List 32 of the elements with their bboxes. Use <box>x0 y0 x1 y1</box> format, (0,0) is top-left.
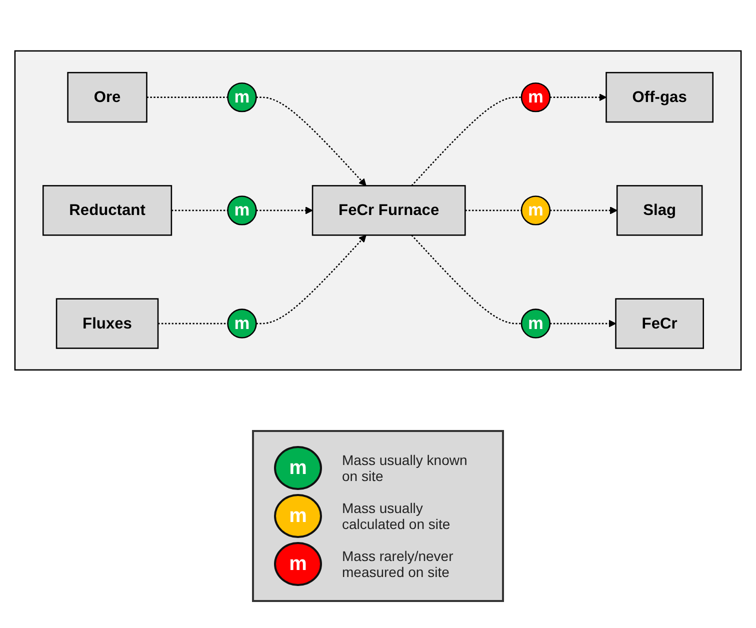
legend-marker: m <box>274 494 322 538</box>
node-box: Ore <box>67 72 148 122</box>
connector <box>171 209 228 211</box>
arrow <box>256 234 366 324</box>
arrow <box>550 93 607 101</box>
legend-marker: m <box>274 446 322 490</box>
node-box: Slag <box>616 184 703 236</box>
node-circle: m <box>227 308 257 338</box>
connector <box>146 96 228 98</box>
connector <box>465 209 522 211</box>
connector <box>158 322 228 324</box>
legend-text: Mass usually calculated on site <box>342 500 452 532</box>
arrow <box>550 206 618 214</box>
arrow <box>256 96 366 186</box>
node-box: Fluxes <box>56 298 159 348</box>
node-circle: m <box>520 195 551 225</box>
legend-marker: m <box>274 542 322 586</box>
arrow <box>550 319 616 327</box>
arrow <box>256 206 313 214</box>
node-circle: m <box>520 82 551 112</box>
connector <box>411 96 522 186</box>
node-circle: m <box>520 308 551 338</box>
node-box: Reductant <box>42 184 172 236</box>
node-box: FeCr Furnace <box>312 184 466 236</box>
connector <box>411 234 522 324</box>
node-circle: m <box>227 82 257 112</box>
cluster <box>14 50 742 370</box>
node-box: FeCr <box>615 298 704 348</box>
legend-text: Mass rarely/never measured on site <box>342 548 454 580</box>
node-box: Off-gas <box>606 72 714 122</box>
legend-text: Mass usually known on site <box>342 452 468 484</box>
node-circle: m <box>227 195 257 225</box>
